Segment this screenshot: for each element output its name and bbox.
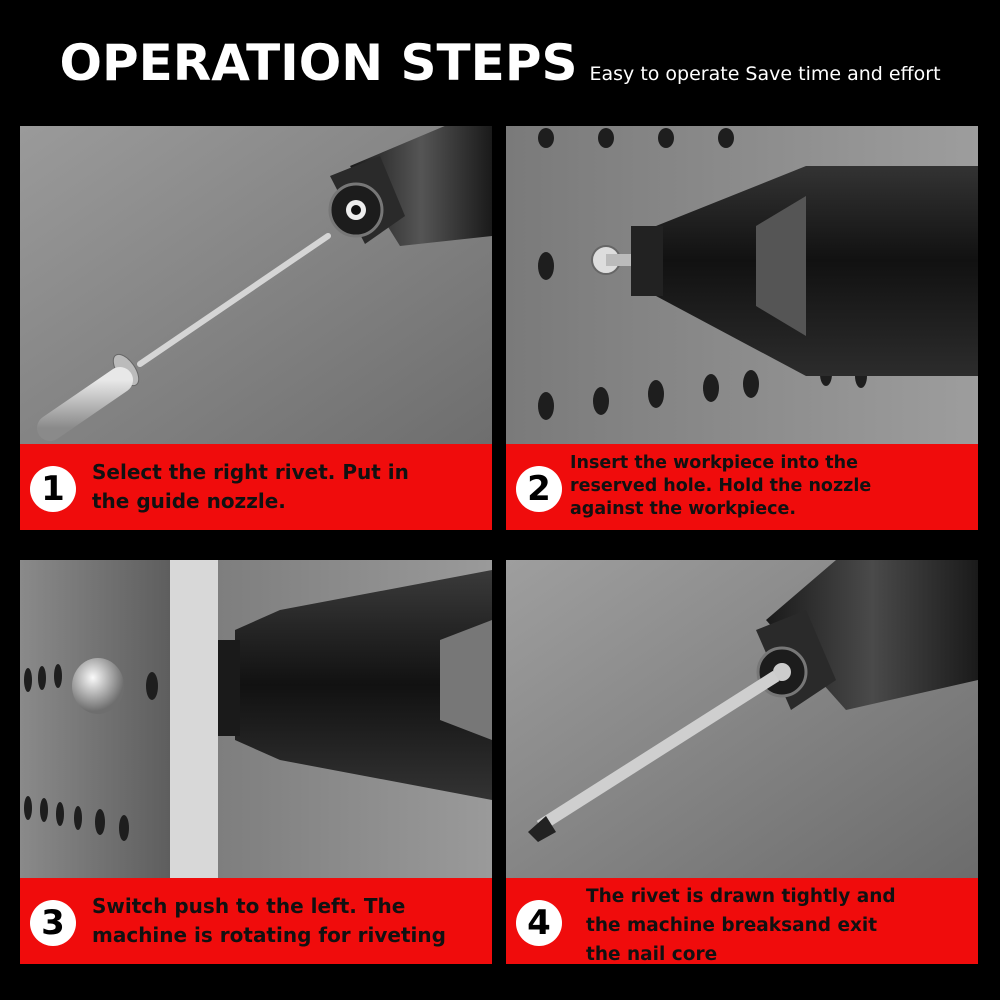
step-3-line-2: machine is rotating for riveting [92,923,446,947]
step-3-photo [20,560,492,878]
step-2-caption: 2 Insert the workpiece into the reserved… [506,444,978,530]
header: OPERATION STEPS Easy to operate Save tim… [0,34,1000,92]
step-card-1: 1 Select the right rivet. Put in the gui… [20,126,492,530]
step-2-illustration [506,126,978,444]
step-card-2: 2 Insert the workpiece into the reserved… [506,126,978,530]
step-2-line-1: Insert the workpiece into the [570,453,858,473]
step-card-3: 3 Switch push to the left. The machine i… [20,560,492,964]
step-3-text: Switch push to the left. The machine is … [92,892,484,950]
page-subtitle: Easy to operate Save time and effort [589,63,941,85]
step-4-line-1: The rivet is drawn tightly and [586,886,896,907]
step-3-number-badge: 3 [30,900,76,946]
step-3-line-1: Switch push to the left. The [92,894,406,918]
step-2-photo [506,126,978,444]
page-title: OPERATION STEPS [59,34,578,92]
step-2-line-3: against the workpiece. [570,499,797,519]
step-4-caption: 4 The rivet is drawn tightly and the mac… [506,878,978,965]
step-1-line-1: Select the right rivet. Put in [92,460,409,484]
step-4-photo [506,560,978,878]
step-2-line-2: reserved hole. Hold the nozzle [570,476,872,496]
step-4-illustration [506,560,978,878]
step-1-photo [20,126,492,444]
step-4-line-2: the machine breaksand exit [586,915,878,936]
step-3-caption: 3 Switch push to the left. The machine i… [20,878,492,964]
step-card-4: 4 The rivet is drawn tightly and the mac… [506,560,978,965]
step-2-number-badge: 2 [516,466,562,512]
step-1-line-2: the guide nozzle. [92,489,286,513]
step-1-illustration [20,126,492,444]
step-1-number-badge: 1 [30,466,76,512]
step-4-text: The rivet is drawn tightly and the machi… [586,882,970,969]
step-4-line-3: the nail core [586,944,718,965]
step-1-caption: 1 Select the right rivet. Put in the gui… [20,444,492,530]
step-2-hole-pattern [538,128,867,420]
step-1-text: Select the right rivet. Put in the guide… [92,458,484,516]
step-2-text: Insert the workpiece into the reserved h… [570,452,970,521]
step-3-illustration [20,560,492,878]
step-4-number-badge: 4 [516,900,562,946]
